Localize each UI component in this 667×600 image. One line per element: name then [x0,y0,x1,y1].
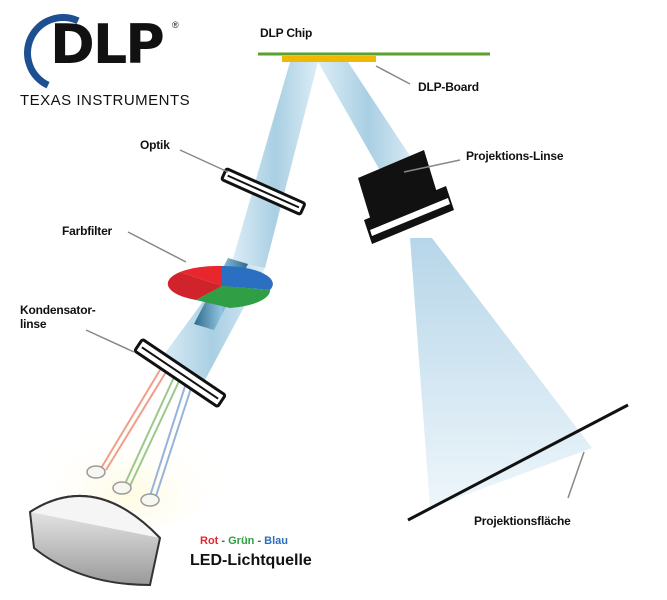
optics-lens [220,167,306,216]
led-base [28,494,162,587]
logo-brand: DLP [50,13,165,76]
condenser-lens [133,338,227,408]
projection-screen [407,403,629,522]
legend-blue: Blau [264,535,289,547]
legend-green: Grün [228,535,255,547]
legend-sep-2: - [254,535,265,547]
logo-company: TEXAS INSTRUMENTS [20,92,191,109]
leader-lines [85,65,585,499]
label-color-filter: Farbfilter [62,224,113,238]
projection-beam [410,238,592,508]
label-dlp-board: DLP-Board [418,80,479,94]
label-condenser-lens: Kondensator-linse [20,303,96,331]
dlp-logo: DLP ® TEXAS INSTRUMENTS [13,3,194,114]
color-filter [167,265,273,308]
label-dlp-chip: DLP Chip [260,26,313,40]
dlp-board [282,56,376,62]
label-projection-lens: Projektions-Linse [466,149,564,163]
reflected-beam [318,62,418,174]
label-projection-screen: Projektionsfläche [474,514,571,528]
incoming-beam [232,62,318,268]
led-emitters [86,465,160,507]
logo-registered: ® [172,20,179,30]
led-color-legend: Rot - Grün - Blau [200,535,288,547]
led-source-title: LED-Lichtquelle [190,552,312,569]
label-optics: Optik [140,138,170,152]
legend-red: Rot [200,535,219,547]
legend-sep-1: - [218,535,229,547]
led-wires [99,369,194,497]
